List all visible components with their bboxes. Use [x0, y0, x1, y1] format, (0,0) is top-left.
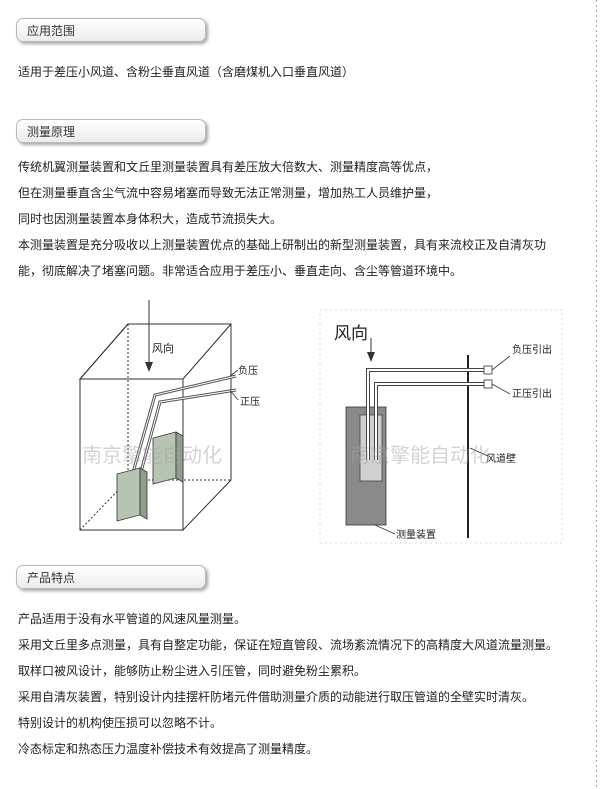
- principle-line-4: 本测量装置是充分吸收以上测量装置优点的基础上研制出的新型测量装置，具有来流校正及…: [18, 238, 547, 252]
- right-wind-label: 风向: [334, 324, 368, 344]
- left-negative-label: 负压: [238, 364, 258, 377]
- section-tab-scope: 应用范围: [16, 18, 206, 42]
- diagram-right: 风向 负压引出 正压引出 风道壁 测量装置: [319, 309, 563, 544]
- right-watermark: 南京擎能自动化: [350, 443, 490, 467]
- left-positive-label: 正压: [240, 396, 260, 408]
- right-wall-label: 风道壁: [486, 452, 516, 465]
- right-divider-line: [596, 0, 597, 789]
- right-negative-label: 负压引出: [512, 343, 552, 356]
- left-watermark: 南京擎能自动化: [82, 443, 222, 467]
- right-device-label: 测量装置: [396, 528, 436, 541]
- principle-line-3: 同时也因测量装置本身体积大，造成节流损失大。: [18, 212, 283, 226]
- right-positive-label: 正压引出: [512, 387, 552, 400]
- diagram-left: 风向 负压 正压: [78, 300, 260, 532]
- principle-line-5: 能，彻底解决了堵塞问题。非常适合应用于差压小、垂直走向、含尘等管道环境中。: [18, 264, 463, 278]
- features-line-4: 采用自清灰装置，特别设计内挂摆杆防堵元件借助测量介质的动能进行取压管道的全壁实时…: [18, 690, 535, 704]
- features-line-5: 特别设计的机构使压损可以忽略不计。: [18, 716, 223, 730]
- features-line-6: 冷态标定和热态压力温度补偿技术有效提高了测量精度。: [18, 742, 319, 756]
- principle-line-1: 传统机翼测量装置和文丘里测量装置具有差压放大倍数大、测量精度高等优点，: [18, 160, 439, 174]
- scope-text: 适用于差压小风道、含粉尘垂直风道（含磨煤机入口垂直风道）: [18, 65, 355, 79]
- features-line-3: 取样口被风设计，能够防止粉尘进入引压管，同时避免粉尘累积。: [18, 664, 367, 678]
- left-wind-label: 风向: [152, 341, 174, 355]
- section-tab-principle: 测量原理: [16, 119, 206, 143]
- principle-line-2: 但在测量垂直含尘气流中容易堵塞而导致无法正常测量，增加热工人员维护量，: [18, 186, 439, 200]
- section-tab-features: 产品特点: [16, 565, 206, 589]
- features-line-1: 产品适用于没有水平管道的风速风量测量。: [18, 612, 247, 626]
- features-line-2: 采用文丘里多点测量，具有自整定功能，保证在短直管段、流场紊流情况下的高精度大风道…: [18, 638, 559, 652]
